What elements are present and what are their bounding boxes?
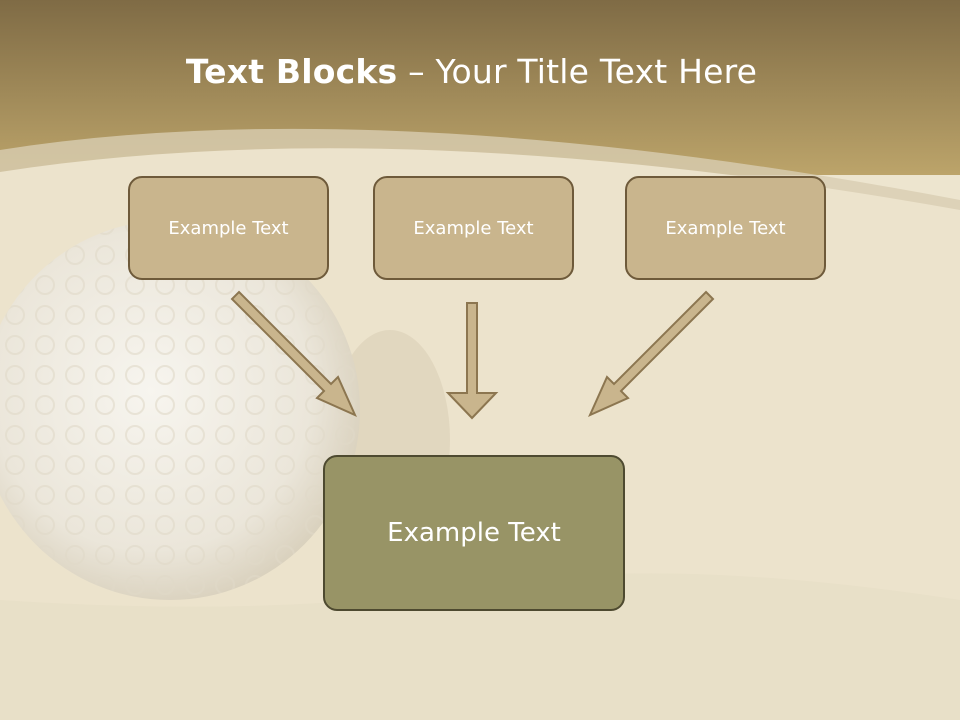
text-block-1-label: Example Text	[168, 217, 289, 239]
arrow-center	[445, 302, 499, 420]
title-rest-part: – Your Title Text Here	[408, 52, 758, 91]
text-block-3[interactable]: Example Text	[625, 176, 826, 280]
arrow-left	[230, 290, 357, 417]
title-bold-part: Text Blocks	[185, 52, 398, 91]
text-block-result-label: Example Text	[387, 518, 561, 548]
text-block-3-label: Example Text	[665, 217, 786, 239]
slide-title: Text Blocks – Your Title Text Here	[0, 52, 943, 91]
text-block-result[interactable]: Example Text	[323, 455, 625, 611]
arrow-right	[588, 290, 715, 417]
text-block-2[interactable]: Example Text	[373, 176, 574, 280]
text-block-2-label: Example Text	[413, 217, 534, 239]
text-block-1[interactable]: Example Text	[128, 176, 329, 280]
